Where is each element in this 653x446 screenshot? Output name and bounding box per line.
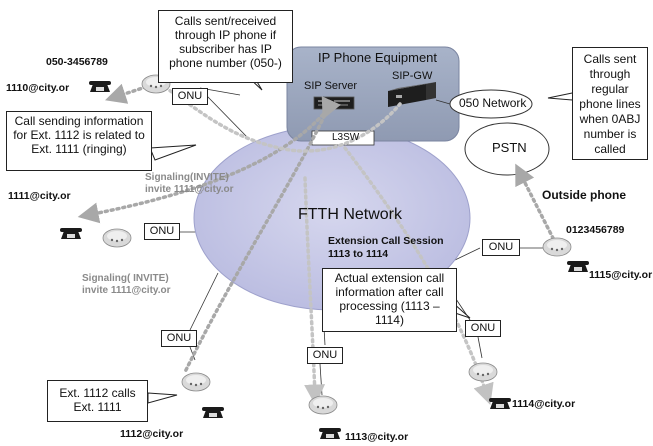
sip-server-label: SIP Server — [304, 80, 357, 92]
terminal-adapter-icon — [102, 228, 132, 248]
onu-box: ONU — [161, 330, 197, 347]
net050-label: 050 Network — [459, 96, 527, 110]
terminal-adapter-icon — [542, 237, 572, 257]
session-label: Extension Call Session 1113 to 1114 — [328, 235, 444, 261]
onu-box: ONU — [307, 347, 343, 364]
sip-gw-label: SIP-GW — [392, 70, 433, 82]
ftth-label: FTTH Network — [298, 206, 402, 223]
onu-label: ONU — [470, 322, 496, 334]
ext-calls-callout: Ext. 1112 calls Ext. 1111 — [47, 380, 148, 422]
signal-2-line1: Signaling( INVITE) — [82, 273, 169, 284]
addr-1110-label: 1110@city.or — [6, 82, 70, 94]
addr-1115-label: 1115@city.or — [589, 269, 653, 281]
signaling-paths — [77, 83, 558, 374]
server-icon — [313, 96, 355, 110]
signal-2-label: Signaling( INVITE) invite 1111@city.or — [82, 273, 171, 297]
signal-1-line1: Signaling(INVITE) — [145, 172, 229, 183]
phone-icon — [319, 428, 341, 439]
onu-label: ONU — [177, 90, 203, 102]
onu-label: ONU — [166, 332, 192, 344]
terminal-adapter-icon — [308, 395, 338, 415]
num-050-label: 050-3456789 — [46, 56, 108, 68]
phone-icon — [567, 261, 589, 272]
signal-1-line2: invite 1111@city.or — [145, 184, 234, 195]
ext-calls-text: Ext. 1112 calls Ext. 1111 — [59, 386, 136, 414]
addr-1113-label: 1113@city.or — [345, 431, 409, 443]
addr-1111-label: 1111@city.or — [8, 190, 71, 202]
pstn-label: PSTN — [492, 140, 527, 155]
phone-icon — [202, 407, 224, 418]
l3sw-label: L3SW — [332, 132, 360, 143]
terminal-adapter-icon — [468, 362, 498, 382]
onu-box: ONU — [465, 320, 501, 337]
session-line2: 1113 to 1114 — [328, 248, 389, 260]
signal-1-label: Signaling(INVITE) invite 1111@city.or — [145, 172, 234, 196]
actual-text: Actual extension call information after … — [334, 271, 445, 327]
ringing-callout: Call sending information for Ext. 1112 i… — [6, 111, 152, 171]
signal-2-line2: invite 1111@city.or — [82, 285, 171, 296]
phone-icon — [60, 228, 82, 239]
regular-text: Calls sent through regular phone lines w… — [579, 52, 641, 156]
ip-route-callout: Calls sent/received through IP phone if … — [158, 10, 293, 83]
ringing-text: Call sending information for Ext. 1112 i… — [13, 114, 145, 156]
ip-box-title: IP Phone Equipment — [318, 50, 438, 65]
onu-box: ONU — [172, 88, 208, 105]
phone-icon — [89, 81, 111, 92]
outside-phone-label: Outside phone — [542, 188, 626, 202]
terminal-adapter-icon — [181, 372, 211, 392]
pstn-ellipse — [464, 122, 550, 176]
regular-callout: Calls sent through regular phone lines w… — [572, 47, 648, 160]
addr-1112-label: 1112@city.or — [120, 428, 184, 440]
session-line1: Extension Call Session — [328, 235, 444, 247]
onu-label: ONU — [488, 241, 514, 253]
actual-callout: Actual extension call information after … — [322, 268, 457, 332]
gateway-icon — [388, 82, 436, 107]
onu-label: ONU — [312, 349, 338, 361]
phone-icon — [489, 398, 511, 409]
onu-box: ONU — [144, 223, 180, 240]
ip-route-text: Calls sent/received through IP phone if … — [169, 14, 282, 70]
addr-1114-label: 1114@city.or — [512, 398, 576, 410]
onu-label: ONU — [149, 225, 175, 237]
num-0123-label: 0123456789 — [566, 224, 625, 236]
session-paths — [158, 82, 494, 406]
onu-box: ONU — [482, 239, 520, 256]
